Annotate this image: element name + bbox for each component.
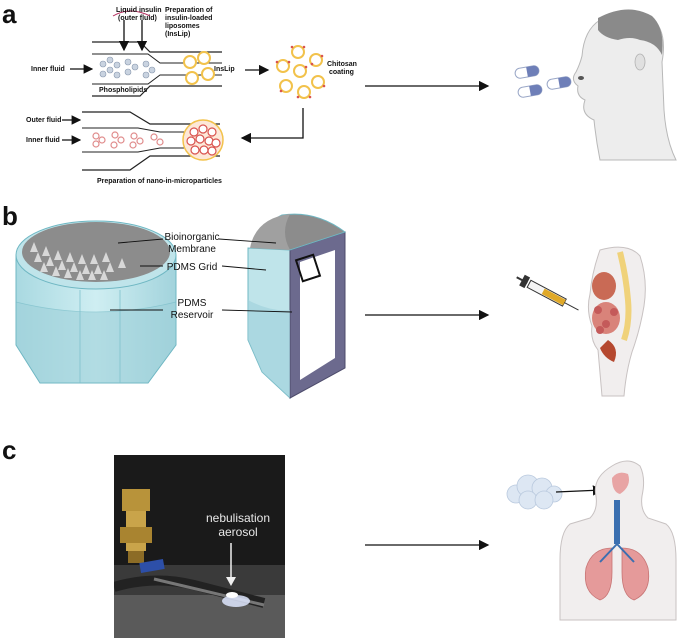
label-prep-nano: Preparation of nano-in-microparticles — [97, 178, 222, 185]
label-phospholipids: Phospholipids — [99, 87, 147, 94]
label-bioinorganic-1: Bioinorganic — [164, 232, 219, 243]
label-liquid-insulin: Liquid insulin — [116, 7, 162, 14]
highlight-box — [294, 253, 322, 283]
photo-caption-line-2: aerosol — [218, 525, 258, 539]
label-chitosan-1: Chitosan — [327, 61, 357, 68]
leader-lines — [110, 238, 293, 313]
pillar-array — [30, 242, 126, 280]
label-outer-fluid-paren: (outer fluid) — [118, 15, 157, 22]
label-prep-liposomes-1: Preparation of — [165, 7, 213, 14]
panel-a — [62, 9, 677, 171]
nano-in-microparticle — [182, 119, 224, 161]
panel-b — [15, 213, 646, 400]
panel-b-labels: Bioinorganic Membrane PDMS Grid PDMS Res… — [164, 232, 219, 321]
label-pdms-reservoir-2: Reservoir — [171, 310, 214, 321]
arrow-cloud-to-mouth — [555, 485, 604, 496]
liquid-insulin-arc — [112, 10, 151, 17]
panel-label-b: b — [2, 201, 18, 231]
label-chitosan-2: coating — [329, 69, 354, 76]
label-prep-liposomes-2: insulin-loaded — [165, 15, 212, 22]
nebuliser-photo-illustration — [114, 455, 285, 638]
photo-caption: nebulisation aerosol — [198, 511, 278, 539]
device-cylinder-full — [15, 220, 177, 384]
nano-particle-clusters — [92, 131, 164, 149]
label-inner-fluid-top: Inner fluid — [31, 66, 65, 73]
label-pdms-grid: PDMS Grid — [167, 262, 218, 273]
nebuliser-photo: nebulisation aerosol — [114, 455, 285, 638]
syringe-icon — [516, 274, 579, 311]
arrow-chitosan-to-bottom — [240, 108, 304, 144]
human-head-icon — [572, 9, 677, 161]
label-pdms-reservoir-1: PDMS — [178, 298, 207, 309]
aerosol-cloud-icon — [506, 474, 563, 510]
panel-c — [365, 460, 677, 621]
label-prep-liposomes-3: liposomes — [165, 23, 200, 30]
chitosan-coated-liposomes — [275, 45, 326, 99]
respiratory-anatomy-icon — [559, 460, 677, 621]
panel-label-a: a — [2, 0, 17, 29]
device-cylinder-cutaway — [247, 213, 347, 400]
photo-caption-line-1: nebulisation — [205, 511, 271, 525]
capsule-icons — [514, 65, 572, 98]
label-bioinorganic-2: Membrane — [168, 244, 216, 255]
abdomen-anatomy-icon — [587, 246, 646, 397]
phospholipid-clusters — [99, 56, 156, 79]
panel-label-c: c — [2, 435, 17, 465]
panel-a-labels: Liquid insulin (outer fluid) Preparation… — [26, 7, 357, 185]
label-outer-fluid: Outer fluid — [26, 117, 61, 124]
label-prep-liposomes-4: (InsLip) — [165, 31, 190, 38]
label-inslip: InsLip — [214, 66, 235, 73]
inslip-liposomes — [183, 51, 215, 85]
label-inner-fluid-bottom: Inner fluid — [26, 137, 60, 144]
